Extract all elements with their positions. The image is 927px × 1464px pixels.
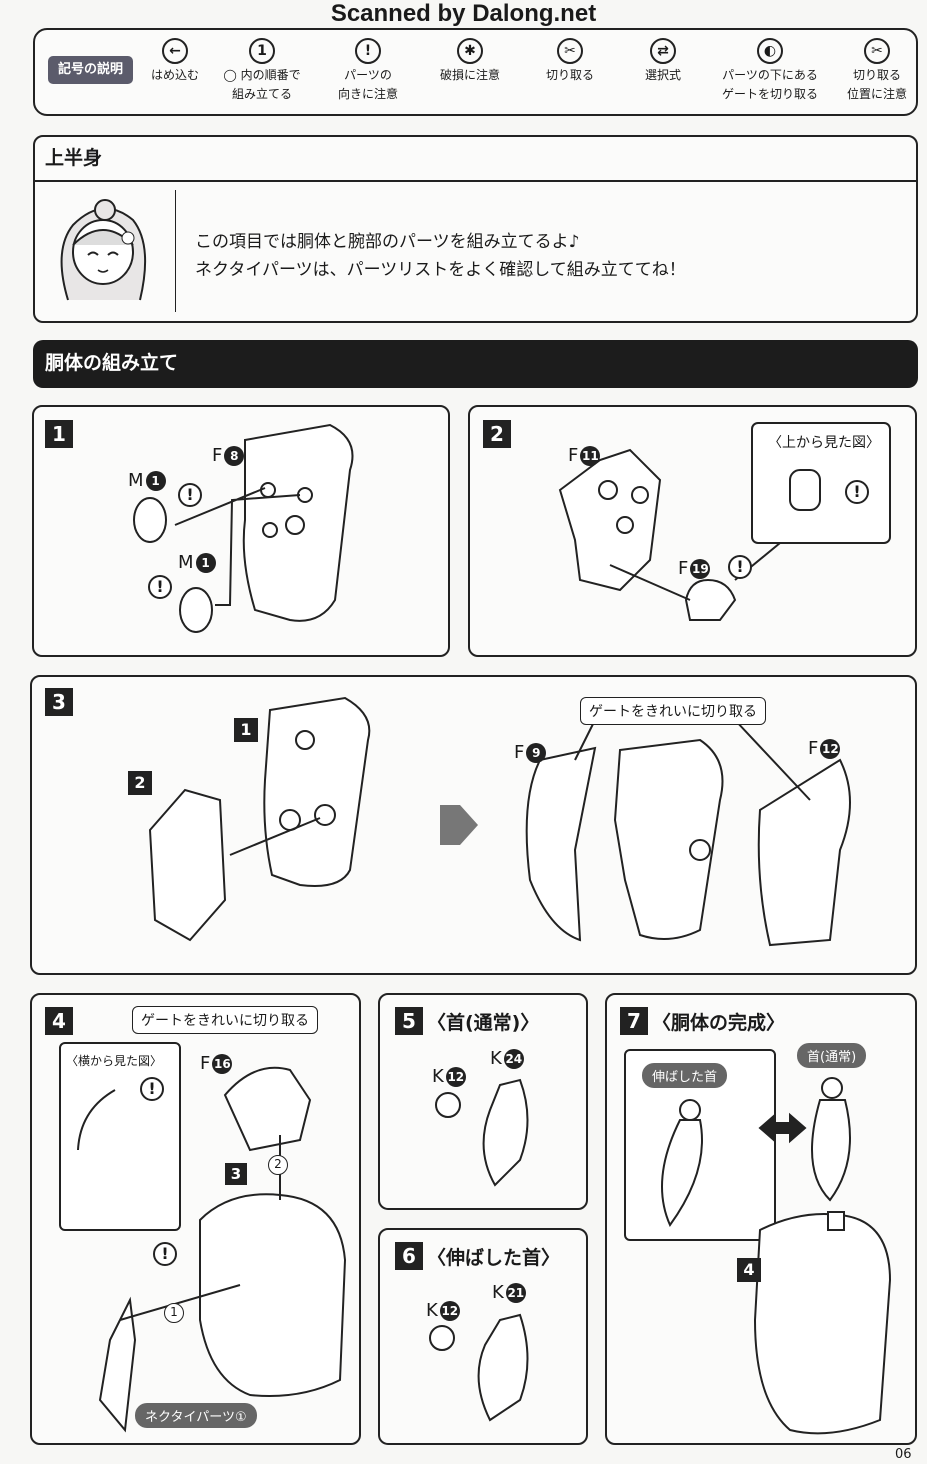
warning-icon: ! <box>845 480 869 504</box>
legend-item: ← はめ込む <box>110 38 240 85</box>
legend-item: ! パーツの向きに注意 <box>303 38 433 104</box>
section-message-line2: ネクタイパーツは、パーツリストをよく確認して組み立ててね！ <box>195 260 686 280</box>
arrow-left-icon: ← <box>162 38 188 64</box>
page-number: 06 <box>895 1447 912 1462</box>
ref-badge: 2 <box>128 771 152 795</box>
legend-item: ✱ 破損に注意 <box>405 38 535 85</box>
warning-icon: ! <box>153 1242 177 1266</box>
order-badge: 2 <box>268 1155 288 1175</box>
section-upper-body <box>33 135 918 323</box>
ref-badge: 3 <box>225 1163 247 1185</box>
gate-cut-callout: ゲートをきれいに切り取る <box>132 1006 318 1034</box>
character-avatar-icon <box>60 199 147 301</box>
step-number: 1 <box>45 420 73 448</box>
step-3-panel <box>30 675 917 975</box>
necktie-part-pill: ネクタイパーツ① <box>135 1403 257 1428</box>
side-view-label: 〈横から見た図〉 <box>66 1054 163 1068</box>
step-5-title: 5〈首(通常)〉 <box>395 1007 539 1035</box>
step-7-title: 7〈胴体の完成〉 <box>620 1007 785 1035</box>
step-7-panel <box>605 993 917 1445</box>
legend-label: 位置に注意 <box>846 87 907 101</box>
legend-item: ⇄ 選択式 <box>598 38 728 85</box>
assembly-bar-title: 胴体の組み立て <box>33 340 918 388</box>
legend-label: 切り取る <box>545 68 594 82</box>
warning-icon: ! <box>728 555 752 579</box>
legend-label: 組み立てる <box>231 87 292 101</box>
gate-cut-callout: ゲートをきれいに切り取る <box>580 697 766 725</box>
step-number: 4 <box>45 1007 73 1035</box>
section-title: 上半身 <box>45 147 103 169</box>
legend-item: ✂ 切り取る位置に注意 <box>812 38 927 104</box>
order-badge: 1 <box>164 1303 184 1323</box>
order-number-icon: 1 <box>249 38 275 64</box>
legend-item: ✂ 切り取る <box>505 38 635 85</box>
choice-arrows-icon: ⇄ <box>650 38 676 64</box>
watermark: Scanned by Dalong.net <box>330 0 597 27</box>
ref-badge: 4 <box>737 1258 761 1282</box>
warning-icon: ! <box>148 575 172 599</box>
section-message-line1: この項目では胴体と腕部のパーツを組み立てるよ♪ <box>195 232 580 252</box>
warning-icon: ! <box>140 1077 164 1101</box>
step-number: 2 <box>483 420 511 448</box>
cut-position-icon: ✂ <box>864 38 890 64</box>
extended-neck-pill: 伸ばした首 <box>642 1063 728 1088</box>
normal-neck-pill: 首(通常) <box>797 1043 867 1068</box>
cut-icon: ✂ <box>557 38 583 64</box>
under-gate-icon: ◐ <box>757 38 783 64</box>
top-view-label: 〈上から見た図〉 <box>768 435 880 451</box>
legend-title: 記号の説明 <box>48 56 133 84</box>
legend-label: 切り取る <box>852 68 901 82</box>
legend-label: ◯ 内の順番で <box>223 68 301 82</box>
divider <box>33 180 918 182</box>
step-6-title: 6〈伸ばした首〉 <box>395 1242 560 1270</box>
legend-label: 向きに注意 <box>337 87 398 101</box>
step-1-panel <box>32 405 450 657</box>
legend-label: ゲートを切り取る <box>721 87 818 101</box>
ref-badge: 1 <box>234 718 258 742</box>
step-number: 3 <box>45 688 73 716</box>
legend-label: はめ込む <box>150 68 199 82</box>
legend-label: パーツの下にある <box>722 68 818 82</box>
legend-label: 破損に注意 <box>439 68 500 82</box>
legend-label: 選択式 <box>644 68 681 82</box>
warning-icon: ! <box>355 38 381 64</box>
divider <box>175 190 176 312</box>
legend-label: パーツの <box>344 68 392 82</box>
breakage-icon: ✱ <box>457 38 483 64</box>
legend-item: 1 ◯ 内の順番で組み立てる <box>197 38 327 104</box>
warning-icon: ! <box>178 483 202 507</box>
legend-item: ◐ パーツの下にあるゲートを切り取る <box>705 38 835 104</box>
